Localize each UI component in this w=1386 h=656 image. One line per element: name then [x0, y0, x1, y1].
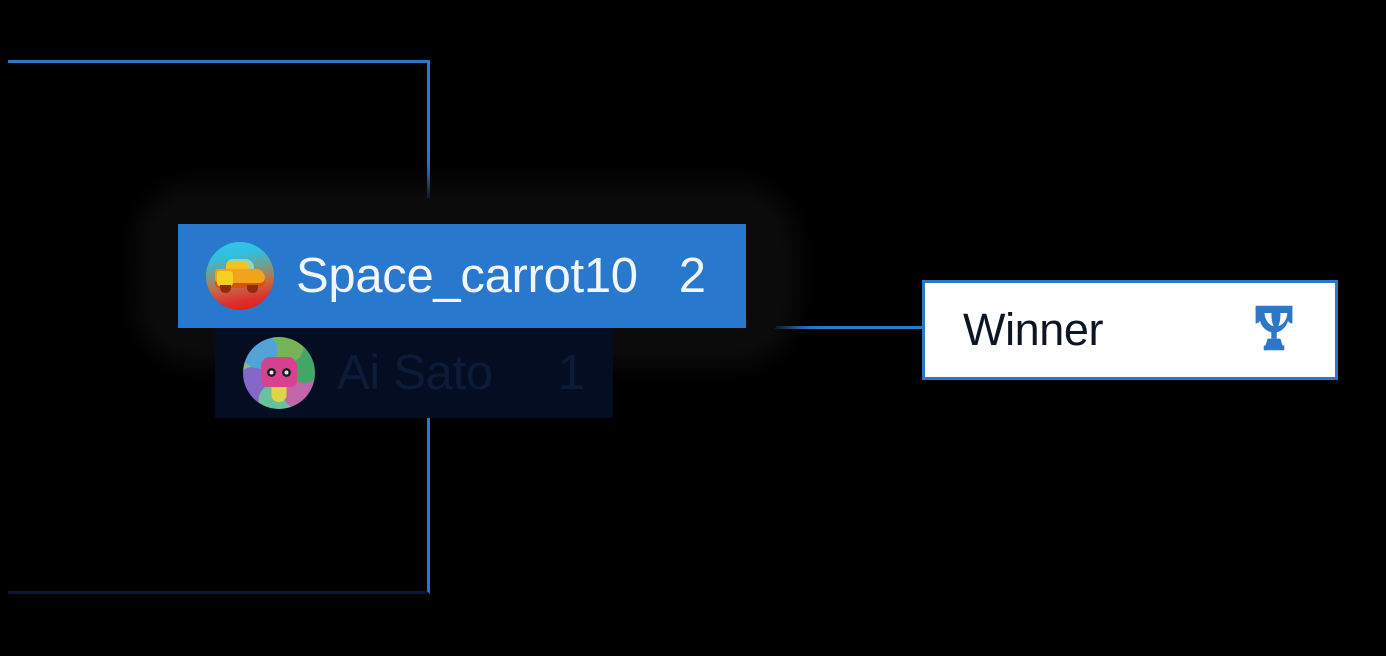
- player-score: 1: [557, 346, 585, 400]
- car-avatar: [206, 242, 274, 310]
- player-name: Space_carrot10: [296, 249, 638, 303]
- trophy-icon: [1243, 297, 1305, 364]
- player-score: 2: [678, 249, 706, 303]
- winner-callout: Winner: [922, 280, 1338, 380]
- winner-connector-line: [740, 326, 926, 329]
- winner-label: Winner: [963, 304, 1104, 355]
- puzzle-monster-avatar: [243, 337, 315, 409]
- leaderboard-row-runnerup[interactable]: Ai Sato 1: [215, 328, 613, 418]
- leaderboard: Space_carrot10 2 Ai Sato 1: [178, 224, 746, 418]
- leaderboard-row-winner[interactable]: Space_carrot10 2: [178, 224, 746, 328]
- player-name: Ai Sato: [337, 346, 493, 400]
